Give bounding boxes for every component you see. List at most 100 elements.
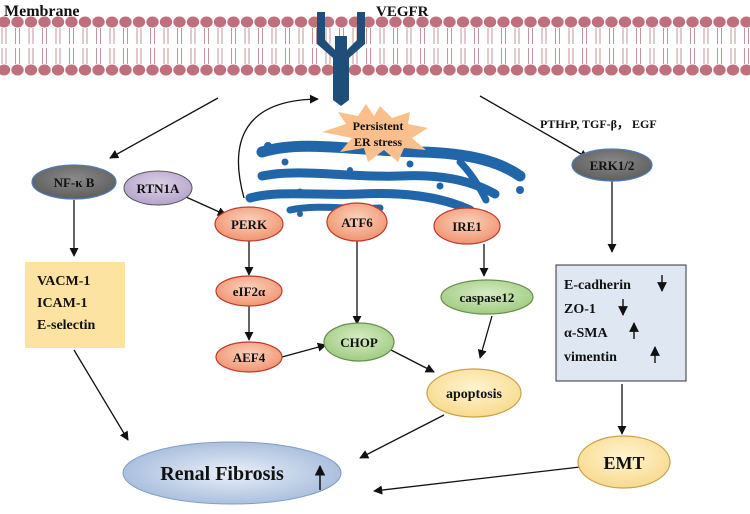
ire1-label: IRE1 [452, 219, 482, 234]
lipid-head [726, 16, 740, 28]
lipid-head [659, 16, 672, 28]
lipid-head [362, 16, 375, 28]
lipid-head [686, 16, 699, 28]
er-stress-burst [322, 104, 428, 162]
lipid-head [119, 64, 132, 76]
lipid-head [443, 16, 456, 28]
lipid-head [389, 16, 402, 28]
lipid-head [132, 16, 146, 28]
lipid-head [38, 16, 51, 28]
lipid-head [551, 64, 564, 76]
emt-marker-label: ZO-1 [564, 302, 596, 317]
apoptosis-label: apoptosis [446, 387, 503, 402]
rtn1a-label: RTN1A [137, 181, 180, 196]
lipid-head [497, 64, 510, 76]
lipid-head [92, 16, 105, 28]
lipid-head [740, 16, 750, 28]
node-erk: ERK1/2 [571, 148, 653, 182]
lipid-head [119, 16, 132, 28]
lipid-head [213, 64, 227, 76]
lipid-head [362, 64, 375, 76]
lipid-head [213, 16, 227, 28]
lipid-head [686, 64, 699, 76]
lipid-head [672, 64, 686, 76]
node-rtn1a: RTN1A [123, 170, 193, 206]
lipid-head [537, 16, 551, 28]
lipid-head [335, 16, 348, 28]
lipid-head [645, 64, 659, 76]
lipid-head [713, 64, 726, 76]
node-emt: EMT [577, 435, 671, 489]
node-perk: PERK [214, 206, 284, 242]
lipid-head [578, 64, 591, 76]
lipid-head [645, 16, 659, 28]
lipid-head [591, 16, 605, 28]
lipid-head [24, 16, 38, 28]
renal-fibrosis-label: Renal Fibrosis [160, 463, 284, 485]
lipid-head [605, 16, 618, 28]
er-stress-line1: Persistent [353, 119, 404, 133]
lipid-head [699, 16, 713, 28]
lipid-head [618, 64, 632, 76]
lipid-head [267, 64, 281, 76]
lipid-head [443, 64, 456, 76]
lipid-head [254, 64, 267, 76]
lipid-head [659, 64, 672, 76]
erk-label: ERK1/2 [590, 158, 635, 173]
lipid-head [78, 64, 92, 76]
lipid-head [456, 16, 470, 28]
lipid-head [402, 64, 416, 76]
node-ire1: IRE1 [433, 207, 501, 245]
lipid-head [632, 16, 645, 28]
lipid-head [578, 16, 591, 28]
lipid-head [11, 16, 24, 28]
adhesion-molecules-box: VACM-1 ICAM-1 E-selectin [25, 262, 125, 348]
emt-marker-label: vimentin [564, 350, 617, 365]
lipid-head [510, 16, 524, 28]
node-atf6: ATF6 [326, 202, 388, 242]
node-nfkb: NF-κ B [31, 164, 117, 200]
node-renal-fibrosis: Renal Fibrosis [122, 441, 342, 505]
lipid-head [294, 64, 308, 76]
vegfr-receptor [317, 12, 365, 106]
lipid-head [470, 16, 483, 28]
lipid-head [200, 16, 213, 28]
chop-label: CHOP [340, 335, 378, 350]
lipid-head [132, 64, 146, 76]
lipid-head [726, 64, 740, 76]
perk-label: PERK [231, 217, 268, 232]
er-vesicles [264, 142, 524, 217]
lipid-head [281, 64, 294, 76]
lipid-head [564, 16, 578, 28]
lipid-head [0, 64, 11, 76]
emt-marker-label: α-SMA [564, 326, 608, 341]
lipid-head [227, 64, 240, 76]
membrane-label: Membrane [4, 3, 80, 20]
lipid-head [159, 64, 173, 76]
node-caspase12: caspase12 [440, 279, 534, 315]
lipid-head [605, 64, 618, 76]
lipid-head [254, 16, 267, 28]
lipid-head [227, 16, 240, 28]
lipid-head [348, 64, 362, 76]
cell-membrane [0, 16, 750, 76]
lipid-head [321, 64, 335, 76]
adhesion-item: E-selectin [37, 318, 96, 333]
lipid-head [416, 64, 429, 76]
lipid-head [38, 64, 51, 76]
lipid-head [308, 64, 321, 76]
growth-factors-label: PTHrP, TGF-β， EGF [540, 117, 657, 131]
lipid-head [510, 64, 524, 76]
nfkb-label: NF-κ B [54, 175, 95, 190]
lipid-head [173, 16, 186, 28]
lipid-head [429, 64, 443, 76]
lipid-head [483, 64, 497, 76]
lipid-head [200, 64, 213, 76]
lipid-head [375, 64, 389, 76]
lipid-head [51, 64, 65, 76]
lipid-head [389, 64, 402, 76]
lipid-head [105, 16, 119, 28]
